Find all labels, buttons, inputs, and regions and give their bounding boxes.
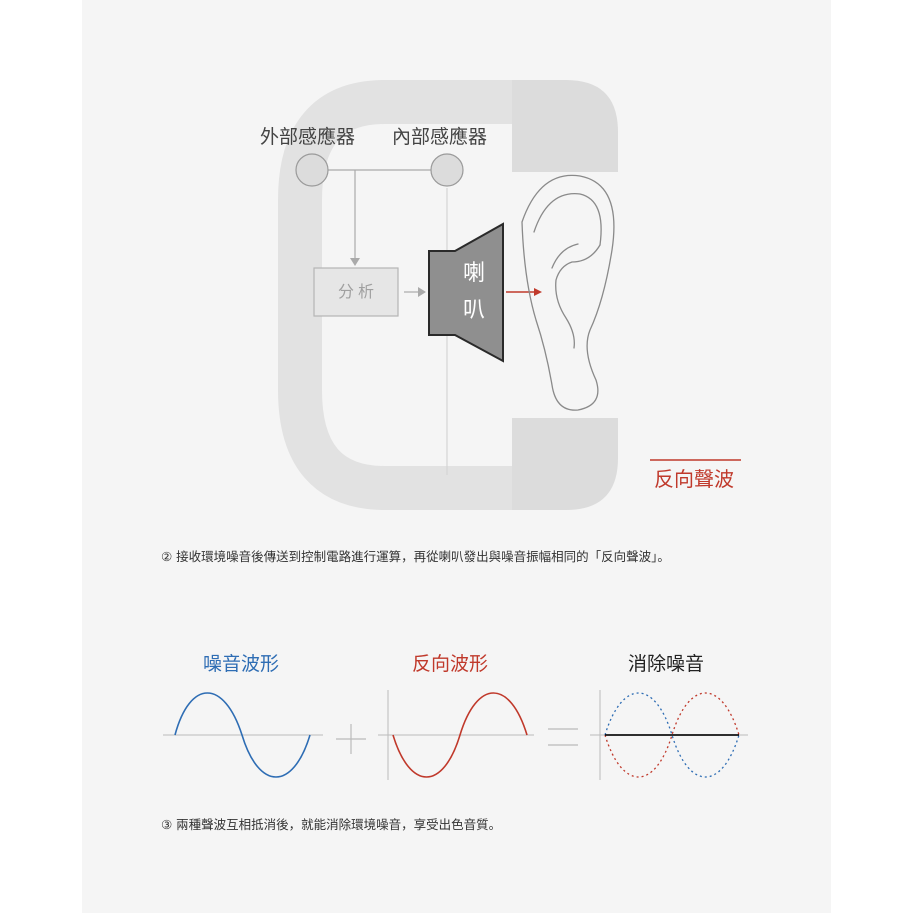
speaker-label-line1: 喇 [463,261,486,286]
plus-icon [336,724,366,754]
ear-icon [521,174,615,411]
arrow-right-icon [418,287,426,297]
caption-step2: ② 接收環境噪音後傳送到控制電路進行運算，再從喇叭發出與噪音振幅相同的「反向聲波… [161,549,670,564]
analysis-label: 分析 [338,282,379,301]
earbud-top [512,80,618,172]
background-panel [82,0,831,913]
anti-wave-label: 反向聲波 [654,467,734,491]
cancel-wave-title: 消除噪音 [628,653,705,675]
analysis-box [313,267,399,317]
earbud-bottom [512,418,618,510]
anti-wave [392,692,528,778]
speaker-label-line2: 叭 [463,298,486,323]
noise-wave [174,692,311,778]
caption-step3: ③ 兩種聲波互相抵消後，就能消除環境噪音，享受出色音質。 [161,817,502,832]
noise-wave-title: 噪音波形 [203,653,280,675]
cancel-noise-dotted [604,692,740,778]
external-sensor-label: 外部感應器 [260,126,356,148]
anti-wave-title: 反向波形 [412,653,489,675]
red-arrow-icon [534,288,542,296]
arrow-down-icon [350,258,360,266]
earphone-frame [278,80,562,510]
cancel-anti-dotted [604,692,740,778]
speaker-icon [428,222,504,363]
equals-icon [548,728,578,746]
external-sensor-icon [295,153,329,187]
internal-sensor-icon [430,153,464,187]
internal-sensor-label: 內部感應器 [392,126,488,148]
